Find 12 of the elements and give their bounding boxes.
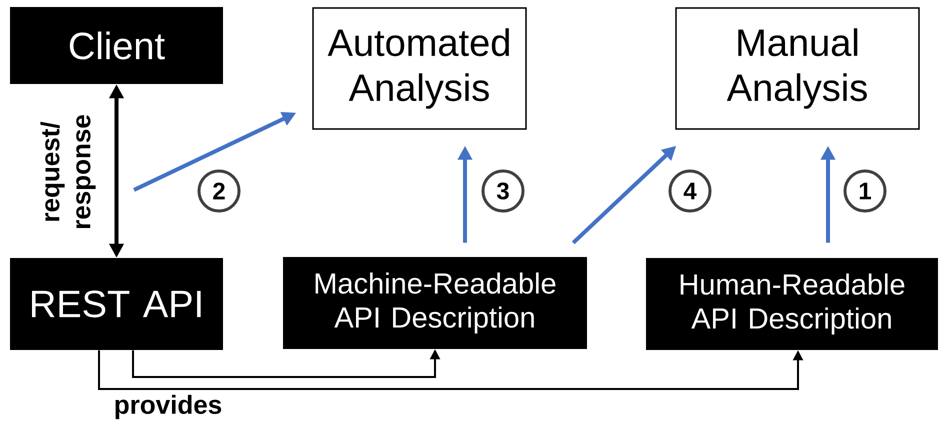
edge-label: provides — [112, 394, 224, 420]
analysis-box: Automated Analysis — [312, 7, 527, 130]
analysis-box: Manual Analysis — [675, 7, 920, 130]
edge-label: request/ response — [39, 101, 97, 243]
process-box: Machine-Readable API Description — [283, 257, 587, 349]
callout-number: 4 — [668, 170, 712, 212]
callout-number: 2 — [198, 170, 240, 212]
process-box: Client — [10, 7, 223, 84]
callout-number: 1 — [844, 170, 886, 212]
callout-number: 3 — [482, 170, 524, 212]
process-box: Human-Readable API Description — [646, 258, 938, 350]
process-box: REST API — [10, 258, 223, 350]
